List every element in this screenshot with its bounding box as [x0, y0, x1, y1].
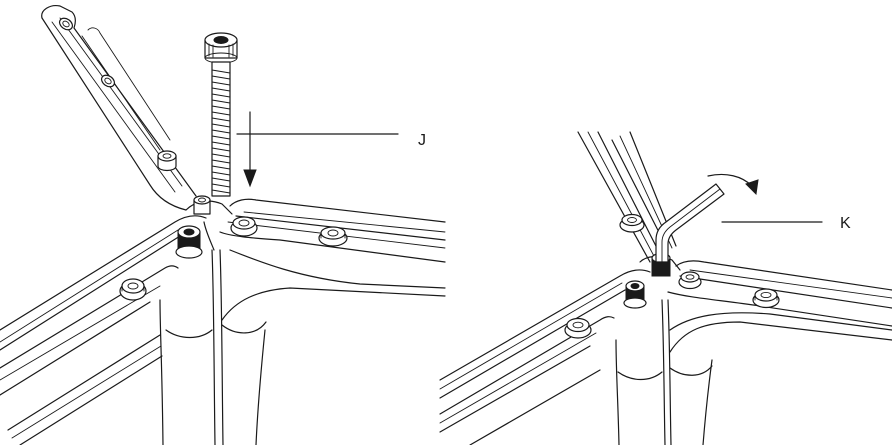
hex-key: [655, 183, 725, 263]
front-leg-arm-right: [439, 269, 651, 445]
side-leg-arm: [219, 198, 446, 289]
left-panel-bolt-insertion: J: [0, 5, 446, 445]
insert-direction-arrow: [243, 111, 257, 188]
callout-k-label: K: [840, 215, 851, 232]
center-column-right: [615, 299, 892, 445]
side-leg-arm-right: [667, 260, 892, 331]
rear-leg-arm: [41, 5, 197, 211]
front-leg-arm: [0, 215, 207, 445]
callout-k: K: [721, 215, 851, 232]
rotation-direction-arrow: [707, 173, 759, 196]
callout-j: J: [236, 132, 426, 149]
center-hub: [175, 195, 348, 259]
rear-leg-arm-right: [577, 131, 677, 263]
center-hub-right: [623, 252, 681, 309]
callout-j-label: J: [418, 132, 426, 149]
right-panel-hex-key-tightening: K: [439, 131, 892, 445]
center-column: [159, 249, 446, 445]
long-bolt: [204, 32, 238, 197]
